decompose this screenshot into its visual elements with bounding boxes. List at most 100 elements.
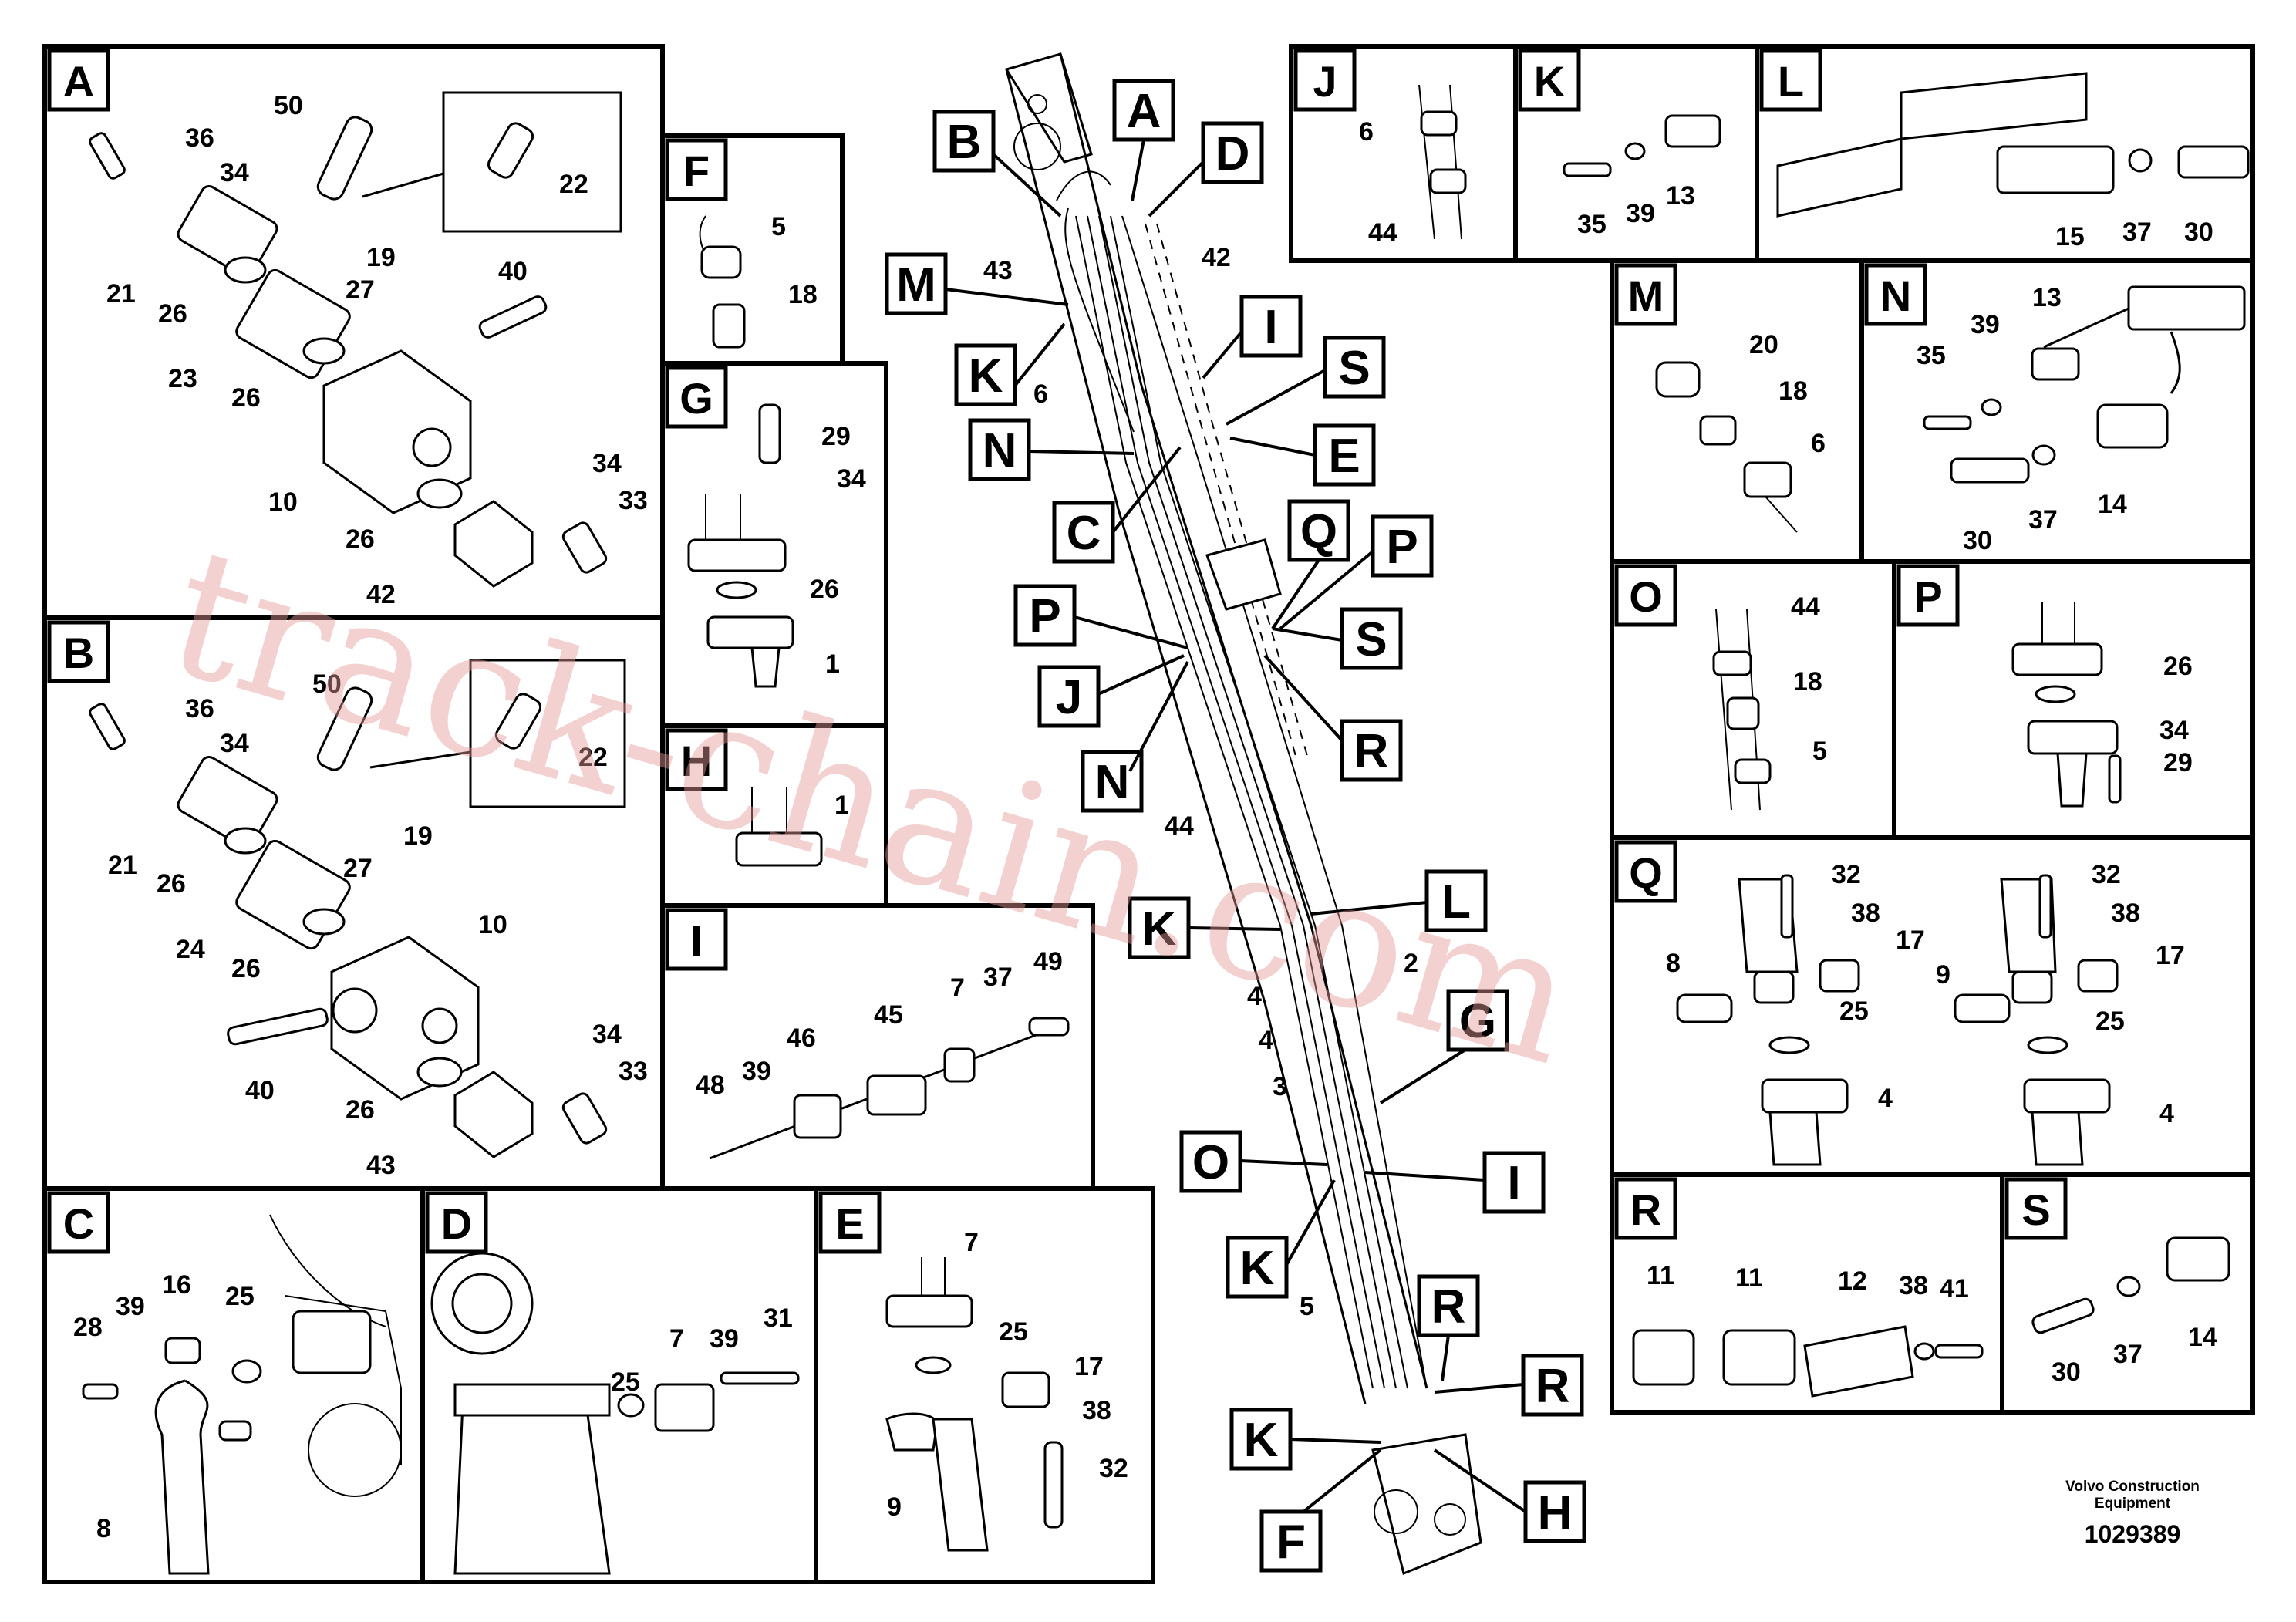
panel-l-drawing (1776, 72, 2250, 218)
svg-text:38: 38 (2111, 899, 2140, 928)
panel-f-letter: F (683, 147, 710, 195)
svg-text:2: 2 (1404, 949, 1418, 978)
svg-text:42: 42 (366, 580, 396, 609)
callout-n-2: N (1095, 756, 1130, 809)
panel-e-letter: E (835, 1199, 864, 1248)
callout-c: C (1067, 507, 1101, 560)
svg-text:7: 7 (950, 973, 965, 1003)
svg-text:4: 4 (2159, 1099, 2174, 1128)
panel-frames (42, 44, 2255, 1584)
panel-k-letter: K (1534, 57, 1565, 106)
svg-text:39: 39 (710, 1324, 739, 1354)
svg-text:40: 40 (245, 1076, 275, 1105)
svg-text:37: 37 (2113, 1340, 2143, 1369)
svg-text:48: 48 (696, 1071, 725, 1100)
callout-j: J (1056, 671, 1082, 724)
svg-text:39: 39 (1626, 199, 1655, 228)
svg-text:50: 50 (312, 669, 342, 699)
panel-r-drawing (1632, 1325, 1984, 1398)
panel-h-drawing (735, 787, 823, 867)
svg-text:38: 38 (1082, 1396, 1111, 1425)
svg-text:26: 26 (346, 1095, 375, 1125)
svg-text:14: 14 (2098, 490, 2127, 519)
panel-h-letter: H (681, 737, 712, 785)
svg-text:20: 20 (1749, 330, 1778, 359)
svg-text:10: 10 (268, 487, 298, 517)
panel-f-labels: 5 18 (771, 212, 818, 309)
panel-letters: A B C D E F G H I J K L M N O P Q R S (63, 57, 2051, 1248)
svg-text:21: 21 (106, 279, 136, 309)
svg-text:42: 42 (1202, 243, 1231, 272)
svg-text:25: 25 (225, 1282, 255, 1311)
callout-i-2: I (1507, 1157, 1520, 1210)
svg-text:37: 37 (2028, 505, 2058, 534)
svg-text:11: 11 (1647, 1261, 1674, 1290)
panel-c-labels: 16 25 28 39 8 (73, 1270, 255, 1543)
svg-text:30: 30 (1963, 526, 1992, 555)
svg-text:9: 9 (887, 1492, 902, 1522)
svg-text:39: 39 (742, 1057, 771, 1086)
svg-text:34: 34 (592, 1020, 622, 1049)
panel-d-drawing (430, 1252, 800, 1575)
brand-line-1: Volvo Construction (2065, 1479, 2200, 1495)
svg-text:39: 39 (116, 1292, 145, 1321)
svg-text:19: 19 (366, 243, 396, 272)
svg-text:21: 21 (108, 851, 137, 880)
svg-text:34: 34 (2159, 716, 2189, 745)
footer: Volvo Construction Equipment 1029389 (2065, 1479, 2200, 1548)
callout-k-4: K (1244, 1414, 1279, 1467)
svg-text:10: 10 (478, 910, 507, 939)
svg-text:7: 7 (669, 1324, 684, 1354)
panel-o-drawing (1712, 609, 1772, 811)
svg-text:9: 9 (1936, 960, 1950, 990)
doc-number: 1029389 (2085, 1520, 2181, 1548)
panel-s-drawing (2031, 1236, 2230, 1334)
svg-text:27: 27 (343, 854, 373, 883)
svg-text:6: 6 (1359, 117, 1374, 147)
panel-n-letter: N (1880, 271, 1911, 320)
svg-text:43: 43 (983, 256, 1013, 285)
svg-text:26: 26 (158, 299, 187, 329)
panel-a-letter: A (63, 57, 94, 106)
panel-r-letter: R (1630, 1185, 1661, 1234)
svg-text:43: 43 (366, 1151, 396, 1180)
callout-o: O (1192, 1136, 1229, 1189)
svg-text:25: 25 (999, 1317, 1028, 1347)
svg-text:33: 33 (619, 1057, 648, 1086)
svg-text:18: 18 (788, 280, 818, 309)
svg-text:38: 38 (1851, 899, 1880, 928)
svg-text:37: 37 (983, 963, 1013, 992)
callout-e: E (1328, 430, 1360, 483)
panel-b-drawing (89, 659, 626, 1158)
svg-text:17: 17 (1074, 1352, 1104, 1381)
svg-text:28: 28 (73, 1313, 103, 1342)
panel-o-labels: 44 18 5 (1791, 592, 1827, 766)
svg-text:45: 45 (874, 1000, 903, 1030)
svg-text:26: 26 (2163, 652, 2193, 681)
svg-text:44: 44 (1165, 811, 1194, 841)
svg-text:25: 25 (2095, 1007, 2125, 1036)
panel-g-drawing (687, 403, 794, 688)
panel-p-drawing (2011, 602, 2122, 808)
panel-m-labels: 20 18 6 (1749, 330, 1826, 458)
svg-text:34: 34 (837, 464, 866, 494)
panel-q-drawing (1676, 874, 2119, 1166)
panel-j-drawing (1418, 84, 1467, 240)
callout-l: L (1441, 875, 1471, 929)
callout-k-2: K (1142, 902, 1177, 956)
svg-text:33: 33 (619, 486, 648, 515)
svg-text:35: 35 (1577, 210, 1607, 239)
svg-text:6: 6 (1033, 379, 1048, 409)
svg-text:17: 17 (1896, 926, 1925, 955)
callout-m: M (896, 258, 936, 312)
panel-f-drawing (699, 215, 746, 349)
callout-b: B (947, 116, 982, 169)
svg-text:34: 34 (592, 449, 622, 478)
svg-text:11: 11 (1735, 1263, 1763, 1293)
svg-text:41: 41 (1940, 1274, 1969, 1303)
callout-r-3: R (1536, 1360, 1570, 1413)
main-leaders (945, 139, 1527, 1513)
panel-m-letter: M (1628, 271, 1664, 320)
svg-text:27: 27 (346, 275, 375, 305)
